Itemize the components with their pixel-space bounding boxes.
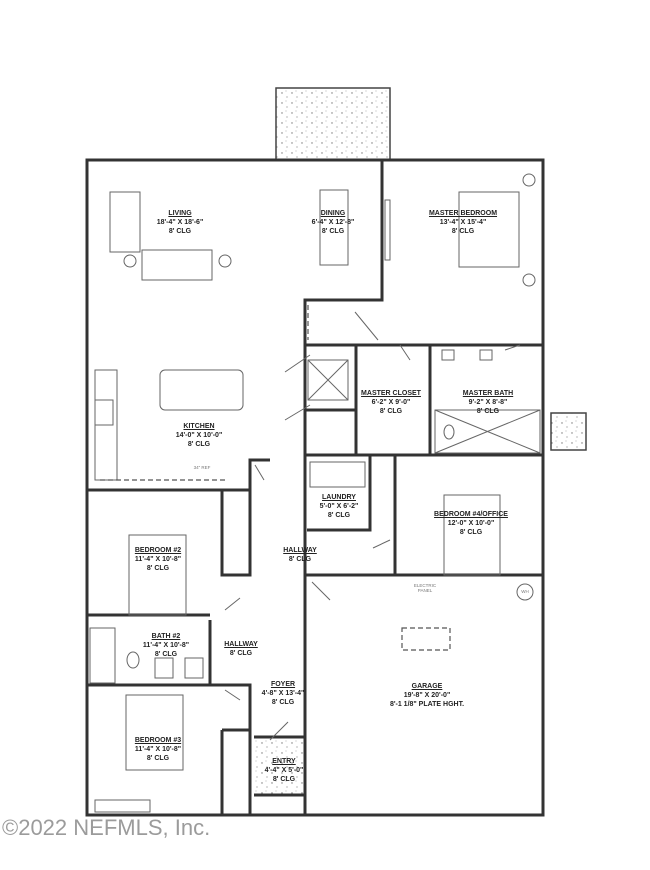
room-name: MASTER BATH bbox=[462, 390, 514, 397]
room-name: DINING bbox=[320, 210, 346, 217]
room-name: KITCHEN bbox=[183, 423, 215, 430]
room-garage: GARAGE 19'-8" X 20'-0" 8'-1 1/8" PLATE HGH… bbox=[390, 682, 464, 709]
room-bedroom-3: BEDROOM #3 11'-4" X 10'-8" 8' CLG bbox=[135, 736, 181, 763]
room-size: 9'-2" X 8'-8" bbox=[468, 399, 508, 406]
room-ceiling: 8' CLG bbox=[288, 556, 312, 563]
room-ceiling: 8' CLG bbox=[154, 651, 178, 658]
room-name: HALLWAY bbox=[283, 547, 317, 554]
room-ceiling: 8' CLG bbox=[327, 512, 351, 519]
room-size: 11'-4" X 10'-8" bbox=[134, 556, 182, 563]
fridge-label: 34" REF bbox=[193, 465, 211, 470]
room-size: 13'-4" X 15'-4" bbox=[439, 219, 487, 226]
water-heater-label: WH bbox=[521, 589, 529, 594]
entry-floor bbox=[254, 737, 304, 795]
room-name: FOYER bbox=[270, 681, 296, 688]
walls bbox=[85, 158, 545, 817]
room-size: 5'-0" X 6'-2" bbox=[319, 503, 359, 510]
room-name: HALLWAY bbox=[224, 641, 258, 648]
room-ceiling: 8' CLG bbox=[146, 565, 170, 572]
rear-patio bbox=[275, 87, 391, 161]
fixtures bbox=[89, 173, 541, 813]
room-ceiling: 8' CLG bbox=[229, 650, 253, 657]
room-size: 18'-4" X 18'-6" bbox=[156, 219, 204, 226]
watermark: ©2022 NEFMLS, Inc. bbox=[2, 815, 211, 840]
room-size: 6'-2" X 9'-0" bbox=[371, 399, 411, 406]
room-hallway: HALLWAY 8' CLG bbox=[283, 546, 317, 564]
room-master-closet: MASTER CLOSET 6'-2" X 9'-0" 8' CLG bbox=[361, 389, 421, 416]
room-name: MASTER CLOSET bbox=[361, 390, 421, 397]
room-ceiling: 8' CLG bbox=[187, 441, 211, 448]
room-hallway-2: HALLWAY 8' CLG bbox=[224, 640, 258, 658]
room-size: 4'-4" X 5'-0" bbox=[264, 767, 304, 774]
room-size: 4'-8" X 13'-4" bbox=[261, 690, 305, 697]
room-laundry: LAUNDRY 5'-0" X 6'-2" 8' CLG bbox=[320, 493, 359, 520]
room-kitchen: KITCHEN 14'-0" X 10'-0" 8' CLG bbox=[176, 422, 223, 449]
room-size: 11'-4" X 10'-8" bbox=[142, 642, 190, 649]
room-name: BEDROOM #4/OFFICE bbox=[434, 511, 508, 518]
room-name: LAUNDRY bbox=[322, 494, 356, 501]
room-name: BEDROOM #3 bbox=[134, 737, 182, 744]
room-dining: DINING 6'-4" X 12'-8" 8' CLG bbox=[312, 209, 355, 236]
room-name: LIVING bbox=[168, 210, 192, 217]
room-size: 14'-0" X 10'-0" bbox=[175, 432, 223, 439]
room-ceiling: 8' CLG bbox=[379, 408, 403, 415]
room-ceiling: 8' CLG bbox=[146, 755, 170, 762]
room-ceiling: 8'-1 1/8" PLATE HGHT. bbox=[389, 701, 465, 708]
room-bedroom-4: BEDROOM #4/OFFICE 12'-0" X 10'-0" 8' CLG bbox=[434, 510, 508, 537]
room-ceiling: 8' CLG bbox=[272, 776, 296, 783]
room-size: 11'-4" X 10'-8" bbox=[134, 746, 182, 753]
room-bath-2: BATH #2 11'-4" X 10'-8" 8' CLG bbox=[143, 632, 189, 659]
room-master-bedroom: MASTER BEDROOM 13'-4" X 15'-4" 8' CLG bbox=[429, 209, 497, 236]
room-name: BEDROOM #2 bbox=[134, 547, 182, 554]
room-entry: ENTRY 4'-4" X 5'-0" 8' CLG bbox=[265, 757, 304, 784]
room-name: ENTRY bbox=[272, 758, 296, 765]
room-name: BATH #2 bbox=[151, 633, 181, 640]
room-ceiling: 8' CLG bbox=[168, 228, 192, 235]
room-size: 12'-0" X 10'-0" bbox=[447, 520, 495, 527]
room-ceiling: 8' CLG bbox=[451, 228, 475, 235]
room-name: GARAGE bbox=[411, 683, 443, 690]
room-ceiling: 8' CLG bbox=[321, 228, 345, 235]
room-bedroom-2: BEDROOM #2 11'-4" X 10'-8" 8' CLG bbox=[135, 546, 181, 573]
room-master-bath: MASTER BATH 9'-2" X 8'-8" 8' CLG bbox=[463, 389, 513, 416]
room-ceiling: 8' CLG bbox=[476, 408, 500, 415]
room-size: 19'-8" X 20'-0" bbox=[403, 692, 451, 699]
room-name: MASTER BEDROOM bbox=[428, 210, 498, 217]
doors bbox=[224, 305, 521, 741]
electric-panel-label: ELECTRIC PANEL bbox=[413, 583, 437, 593]
room-foyer: FOYER 4'-8" X 13'-4" 8' CLG bbox=[262, 680, 305, 707]
room-size: 6'-4" X 12'-8" bbox=[311, 219, 355, 226]
room-ceiling: 8' CLG bbox=[459, 529, 483, 536]
room-ceiling: 8' CLG bbox=[271, 699, 295, 706]
side-pad bbox=[550, 412, 587, 451]
room-living: LIVING 18'-4" X 18'-6" 8' CLG bbox=[157, 209, 204, 236]
